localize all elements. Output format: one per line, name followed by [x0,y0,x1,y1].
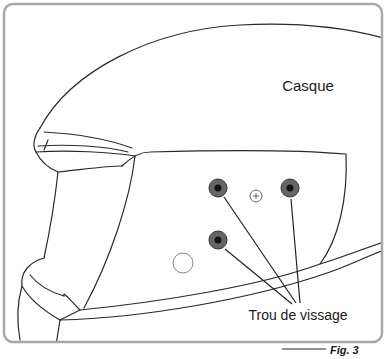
caption-rule [282,349,326,350]
figure-caption: Fig. 3 [330,344,359,356]
frame [4,4,382,342]
part-label: Trou de vissage [248,308,347,323]
plus-mark [250,190,262,202]
screw-holes [209,179,299,249]
leader-lines [224,197,300,304]
part-label: Casque [282,78,334,95]
empty-hole [173,253,193,273]
